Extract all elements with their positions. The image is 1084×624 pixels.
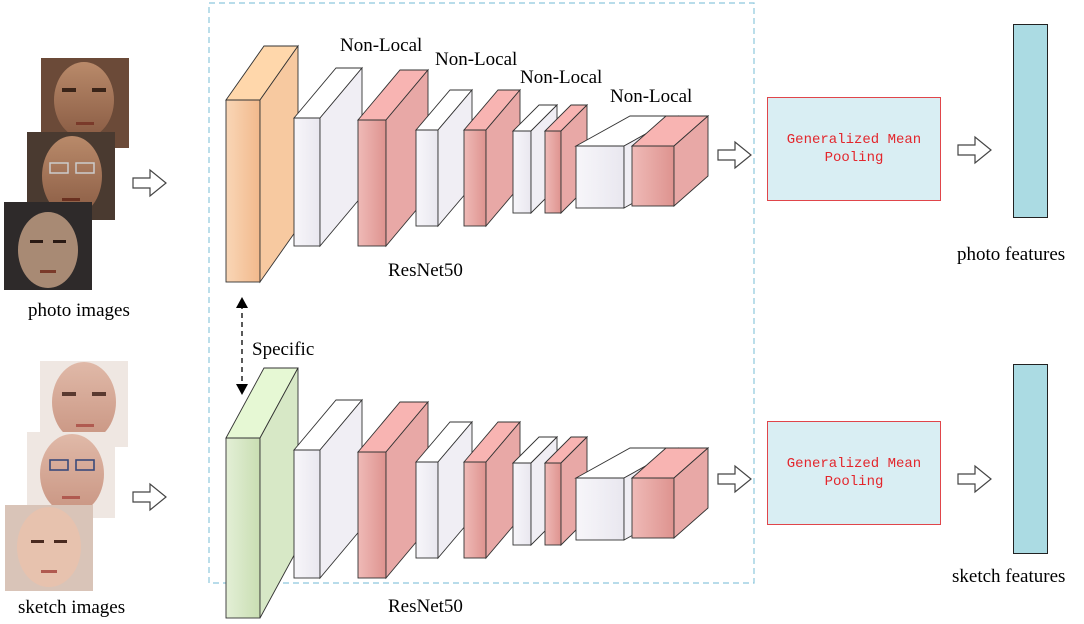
resnet50-bottom-label: ResNet50 bbox=[388, 596, 463, 617]
gem-pooling-box-bottom: Generalized Mean Pooling bbox=[767, 421, 941, 525]
top-resnet-blocks bbox=[225, 44, 710, 284]
specific-block-photo bbox=[225, 44, 299, 284]
bottom-block-5 bbox=[463, 420, 521, 560]
top-block-5 bbox=[463, 88, 521, 228]
non-local-label-2: Non-Local bbox=[435, 49, 518, 70]
top-block-2 bbox=[293, 66, 363, 248]
photo-input-arrow bbox=[132, 168, 167, 198]
pool-to-feature-arrow-bottom bbox=[957, 464, 992, 494]
photo-feature-vector bbox=[1013, 24, 1048, 218]
sketch-face-3 bbox=[5, 505, 93, 591]
non-local-label-4: Non-Local bbox=[610, 86, 693, 107]
specific-label: Specific bbox=[252, 339, 315, 360]
bottom-block-3 bbox=[357, 400, 429, 580]
bottom-block-2 bbox=[293, 398, 363, 580]
sketch-feature-vector bbox=[1013, 364, 1048, 554]
sketch-features-label: sketch features bbox=[952, 566, 1066, 587]
sketch-images-label: sketch images bbox=[18, 597, 126, 618]
bottom-block-4 bbox=[415, 420, 473, 560]
gem-pooling-text-top: Generalized Mean Pooling bbox=[786, 132, 922, 166]
top-block-7 bbox=[543, 103, 589, 215]
bottom-resnet-blocks bbox=[225, 367, 710, 619]
photo-face-3 bbox=[4, 202, 92, 290]
specific-block-sketch bbox=[225, 367, 299, 619]
resnet-to-pool-arrow-top bbox=[717, 140, 752, 170]
non-local-label-1: Non-Local bbox=[340, 35, 423, 56]
shared-network-frame bbox=[208, 2, 755, 584]
photo-features-label: photo features bbox=[957, 244, 1066, 265]
specific-double-arrow bbox=[236, 297, 248, 395]
top-block-9 bbox=[630, 115, 710, 207]
bottom-block-9 bbox=[630, 447, 710, 539]
resnet50-top-label: ResNet50 bbox=[388, 260, 463, 281]
gem-pooling-text-bottom: Generalized Mean Pooling bbox=[786, 456, 922, 490]
photo-images-label: photo images bbox=[28, 300, 130, 321]
sketch-input-arrow bbox=[132, 482, 167, 512]
gem-pooling-box-top: Generalized Mean Pooling bbox=[767, 97, 941, 201]
sketch-face-2 bbox=[27, 432, 115, 518]
non-local-label-3: Non-Local bbox=[520, 67, 603, 88]
pool-to-feature-arrow-top bbox=[957, 135, 992, 165]
resnet-to-pool-arrow-bottom bbox=[717, 464, 752, 494]
top-block-4 bbox=[415, 88, 473, 228]
